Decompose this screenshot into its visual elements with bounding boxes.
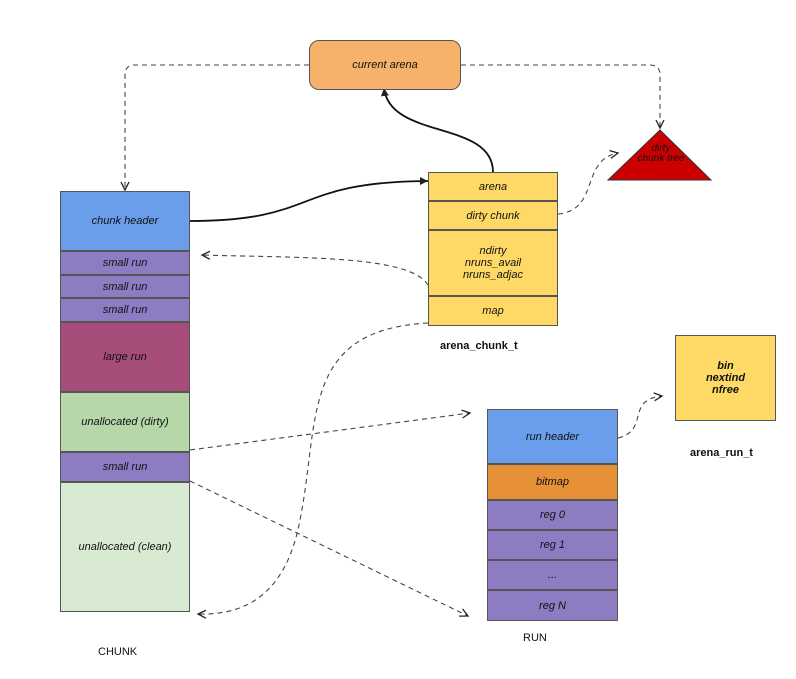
arena-chunk-field-label: dirty chunk xyxy=(466,209,520,222)
ndirty-label: ndirty xyxy=(479,245,507,257)
run-block-label: reg 0 xyxy=(539,509,566,521)
nruns-avail-label: nruns_avail xyxy=(464,257,522,269)
chunk-block-label: unallocated (clean) xyxy=(78,541,172,553)
arena-to-dirty-tree-dashed-link xyxy=(461,64,660,128)
reg-block: reg 1 xyxy=(487,530,618,560)
chunk-caption: CHUNK xyxy=(98,646,138,658)
dirty-chunk-tree-label-line1: dirty xyxy=(651,143,671,154)
chunk-small-run-block: small run xyxy=(60,275,190,298)
dirty-chunk-tree-label-line2: chunk tree xyxy=(637,153,685,164)
dirty-chunk-to-tree-dashed-link xyxy=(557,153,618,215)
arena-run-t-caption: arena_run_t xyxy=(690,447,753,459)
current-arena-box: current arena xyxy=(309,40,461,90)
chunk-block-label: large run xyxy=(103,351,147,363)
run-header-to-arena-run-t-dashed-link xyxy=(617,396,662,439)
arena-chunk-field-label: arena xyxy=(478,180,508,193)
ndirty-to-small-run-dashed-link xyxy=(202,255,429,286)
chunk-unallocated-clean-block: unallocated (clean) xyxy=(60,482,190,612)
chunk-header-to-arena-field-link xyxy=(189,177,429,222)
current-arena-label: current arena xyxy=(352,59,418,71)
reg-ellipsis-block: ... xyxy=(487,560,618,590)
chunk-small-run-block: small run xyxy=(60,298,190,322)
chunk-block-label: small run xyxy=(102,280,148,293)
chunk-unallocated-dirty-block: unallocated (dirty) xyxy=(60,392,190,452)
chunk-block-label: small run xyxy=(102,461,148,473)
arena-to-chunk-dashed-link xyxy=(125,64,309,190)
small-run-to-reg-n-dashed-link xyxy=(189,480,468,616)
small-run-to-run-header-dashed-link xyxy=(189,413,470,451)
chunk-large-run-block: large run xyxy=(60,322,190,392)
arena-chunk-t-caption: arena_chunk_t xyxy=(440,340,518,352)
arena-field: arena xyxy=(428,172,558,201)
dirty-chunk-field: dirty chunk xyxy=(428,201,558,230)
chunk-small-run-block: small run xyxy=(60,251,190,275)
chunk-block-label: small run xyxy=(102,257,148,269)
bin-label: bin xyxy=(717,360,734,372)
reg-block: reg N xyxy=(487,590,618,621)
dirty-chunk-tree-triangle xyxy=(606,129,713,181)
nextind-label: nextind xyxy=(705,372,746,384)
nfree-label: nfree xyxy=(712,384,739,396)
arena-run-t-box: bin nextind nfree xyxy=(675,335,776,421)
nruns-adjac-label: nruns_adjac xyxy=(463,269,523,281)
run-block-label: bitmap xyxy=(535,476,570,488)
dirty-chunk-tree-label: dirty chunk tree xyxy=(618,144,704,164)
chunk-block-label: chunk header xyxy=(91,215,159,227)
run-block-label: ... xyxy=(547,569,558,581)
map-to-clean-dashed-link xyxy=(198,322,429,614)
chunk-small-run-block: small run xyxy=(60,452,190,482)
arena-field-to-current-arena-link xyxy=(380,87,494,173)
run-header-block: run header xyxy=(487,409,618,464)
ndirty-nruns-field: ndirty nruns_avail nruns_adjac xyxy=(428,230,558,296)
bitmap-block: bitmap xyxy=(487,464,618,500)
chunk-header-block: chunk header xyxy=(60,191,190,251)
map-field: map xyxy=(428,296,558,326)
arena-chunk-field-label: map xyxy=(482,305,504,317)
chunk-block-label: unallocated (dirty) xyxy=(81,416,169,428)
run-block-label: reg 1 xyxy=(539,539,566,551)
run-block-label: run header xyxy=(525,430,580,443)
reg-block: reg 0 xyxy=(487,500,618,530)
run-block-label: reg N xyxy=(539,599,566,612)
chunk-block-label: small run xyxy=(102,304,148,316)
run-caption: RUN xyxy=(523,632,547,644)
